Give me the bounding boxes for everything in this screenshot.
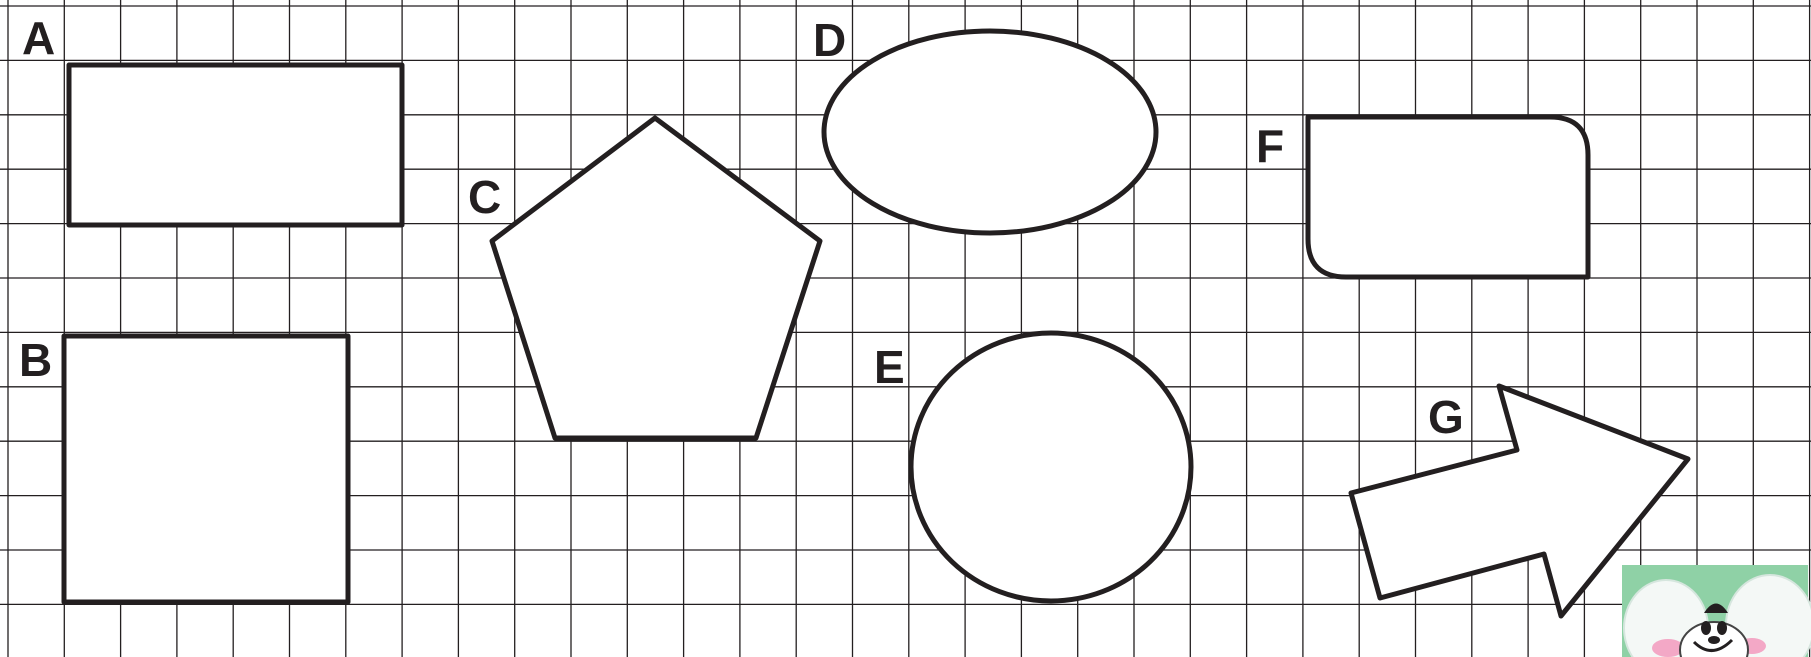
- shape-c-label: C: [468, 171, 501, 223]
- shape-d-label: D: [813, 14, 846, 66]
- shape-b-label: B: [19, 334, 52, 386]
- shape-g-label: G: [1428, 391, 1464, 443]
- shape-a-label: A: [22, 12, 55, 64]
- shape-b-square: B: [19, 334, 348, 602]
- shape-e-label: E: [874, 341, 905, 393]
- shape-f-label: F: [1256, 120, 1284, 172]
- mouse-mascot-logo: [1622, 565, 1811, 657]
